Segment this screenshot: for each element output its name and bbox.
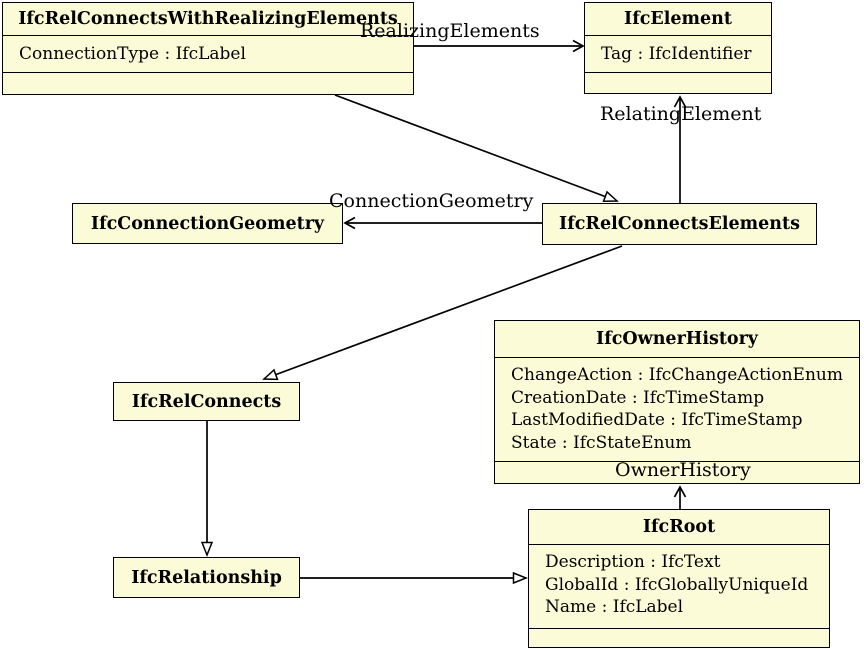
attribute-line: ConnectionType : IfcLabel — [19, 44, 246, 64]
class-empty-compartment — [585, 72, 771, 93]
edge-label-owner-history: OwnerHistory — [615, 459, 751, 481]
class-attributes: ConnectionType : IfcLabel — [3, 35, 413, 72]
class-box-ifcrelationship[interactable]: IfcRelationship — [113, 557, 300, 598]
edge-label-realizing-elements: RealizingElements — [360, 20, 540, 42]
edge-gen-rcwre-to-rce — [334, 94, 619, 203]
attribute-line: Description : IfcText — [545, 552, 721, 572]
attribute-line: ChangeAction : IfcChangeActionEnum — [511, 365, 843, 385]
attribute-line: CreationDate : IfcTimeStamp — [511, 387, 765, 408]
edge-label-connection-geometry: ConnectionGeometry — [329, 190, 534, 212]
class-title: IfcRelConnects — [131, 391, 282, 412]
class-title: IfcElement — [624, 9, 732, 29]
class-title: IfcRelConnectsWithRealizingElements — [18, 9, 398, 29]
class-attributes: Tag : IfcIdentifier — [585, 35, 771, 72]
class-attributes: ChangeAction : IfcChangeActionEnum Creat… — [495, 357, 859, 461]
class-box-ifcconnectiongeometry[interactable]: IfcConnectionGeometry — [72, 203, 343, 244]
attribute-line: Name : IfcLabel — [545, 597, 684, 617]
class-box-ifcrelconnectswithrealizingelements[interactable]: IfcRelConnectsWithRealizingElements Conn… — [2, 2, 414, 95]
class-title: IfcOwnerHistory — [596, 329, 758, 349]
class-empty-compartment — [495, 461, 859, 483]
class-title: IfcRelConnectsElements — [559, 214, 800, 234]
class-empty-compartment — [529, 628, 829, 647]
class-box-ifcelement[interactable]: IfcElement Tag : IfcIdentifier — [584, 2, 772, 94]
class-attributes: Description : IfcText GlobalId : IfcGlob… — [529, 544, 829, 628]
class-title: IfcRelationship — [131, 567, 282, 588]
class-box-ifcrelconnectselements[interactable]: IfcRelConnectsElements — [542, 203, 817, 245]
attribute-line: State : IfcStateEnum — [511, 432, 692, 453]
attribute-line: GlobalId : IfcGloballyUniqueId — [545, 574, 809, 595]
attribute-line: LastModifiedDate : IfcTimeStamp — [511, 410, 803, 430]
edge-label-relating-element: RelatingElement — [600, 103, 762, 125]
class-empty-compartment — [3, 72, 413, 94]
class-box-ifcownerhistory[interactable]: IfcOwnerHistory ChangeAction : IfcChange… — [494, 320, 860, 484]
attribute-line: Tag : IfcIdentifier — [601, 44, 752, 64]
class-title: IfcRoot — [642, 517, 716, 537]
class-box-ifcrelconnects[interactable]: IfcRelConnects — [113, 382, 300, 421]
class-box-ifcroot[interactable]: IfcRoot Description : IfcText GlobalId :… — [528, 509, 830, 648]
class-title: IfcConnectionGeometry — [90, 213, 325, 234]
